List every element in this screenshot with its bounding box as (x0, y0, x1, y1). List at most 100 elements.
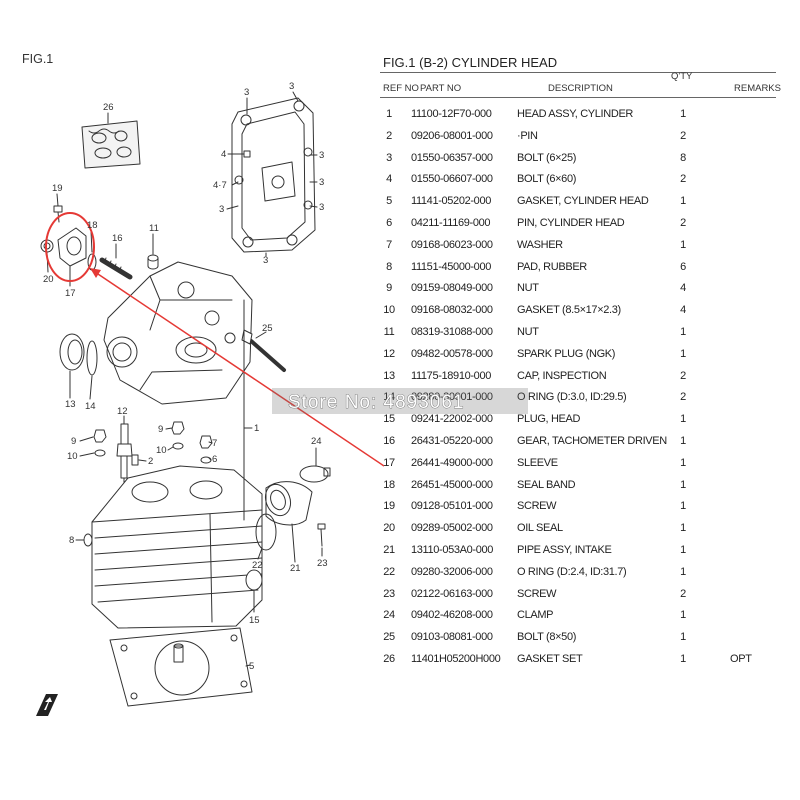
qty-cell: 1 (680, 565, 686, 578)
callout-label: 10 (156, 445, 167, 456)
qty-cell: 1 (680, 326, 686, 338)
description-cell: SEAL BAND (517, 478, 576, 491)
part-no-cell: 09402-46208-000 (411, 609, 493, 622)
store-watermark: Store No: 4893061 (288, 392, 465, 413)
rubber-pad (75, 533, 93, 547)
column-header-part-no: PART NO (420, 83, 462, 94)
cylinder-head-finned (91, 299, 263, 629)
callout-label: 17 (65, 288, 76, 299)
head-plug (245, 569, 263, 613)
cylinder-head-cover (226, 91, 318, 257)
description-cell: CAP, INSPECTION (517, 369, 607, 382)
ref-no-cell: 5 (386, 195, 392, 208)
qty-cell: 2 (680, 129, 686, 142)
ref-no-cell: 24 (383, 609, 395, 622)
part-no-cell: 09289-05002-000 (411, 522, 493, 535)
callout-label: 5 (249, 661, 254, 672)
header-rule (380, 97, 776, 98)
cylinder-head-gasket (109, 627, 253, 707)
part-no-cell: 09103-08081-000 (411, 631, 493, 644)
part-no-cell: 26451-45000-000 (411, 478, 493, 491)
callout-label: 26 (103, 102, 114, 113)
part-no-cell: 11151-45000-000 (411, 260, 491, 273)
part-no-cell: 08319-31088-000 (411, 326, 493, 338)
qty-cell: 1 (680, 347, 686, 360)
callout-label: 18 (87, 220, 98, 231)
ref-no-cell: 13 (383, 369, 395, 382)
qty-cell: 2 (680, 391, 686, 404)
callout-label: 6 (212, 454, 217, 465)
description-cell: SLEEVE (517, 456, 558, 469)
qty-cell: 1 (680, 653, 686, 665)
part-no-cell: 01550-06357-000 (411, 151, 493, 164)
column-header-description: DESCRIPTION (548, 83, 613, 94)
callout-label: 3 (319, 177, 324, 188)
callout-label: 4 (221, 149, 226, 160)
callout-label: 7 (212, 438, 217, 449)
callout-label: 24 (311, 436, 322, 447)
part-no-cell: 02122-06163-000 (411, 587, 493, 600)
ref-no-cell: 7 (386, 238, 392, 251)
ref-no-cell: 16 (383, 435, 395, 447)
column-header-remarks: REMARKS (734, 83, 781, 94)
qty-cell: 2 (680, 587, 686, 600)
callout-label: 3 (219, 204, 224, 215)
qty-cell: 1 (680, 631, 686, 644)
description-cell: GEAR, TACHOMETER DRIVEN (517, 435, 667, 447)
description-cell: NUT (517, 326, 539, 338)
ref-no-cell: 19 (383, 500, 395, 513)
qty-cell: 6 (680, 260, 686, 273)
description-cell: BOLT (6×25) (517, 151, 577, 164)
callout-label: 15 (249, 615, 260, 626)
qty-cell: 2 (680, 369, 686, 382)
part-no-cell: 11141-05202-000 (411, 195, 491, 208)
callout-label: 3 (319, 202, 324, 213)
callout-label: 23 (317, 558, 328, 569)
callout-label: 4·7 (213, 180, 227, 191)
qty-cell: 2 (680, 217, 686, 229)
description-cell: NUT (517, 282, 539, 295)
qty-cell: 1 (680, 413, 686, 426)
description-cell: PLUG, HEAD (517, 413, 581, 426)
qty-cell: 4 (680, 304, 686, 317)
ref-no-cell: 15 (383, 413, 395, 426)
qty-cell: 1 (680, 522, 686, 535)
callout-label: 9 (71, 436, 76, 447)
part-no-cell: 11401H05200H000 (411, 653, 501, 665)
callout-label: 3 (319, 150, 324, 161)
cylinder-head-upper (103, 261, 253, 405)
qty-cell: 1 (680, 500, 686, 513)
watermark-band (272, 388, 528, 414)
ref-no-cell: 9 (386, 282, 392, 295)
part-no-cell: 09241-22002-000 (411, 413, 493, 426)
ref-no-cell: 6 (386, 217, 392, 229)
description-cell: WASHER (517, 238, 563, 251)
callout-label: 19 (52, 183, 63, 194)
part-no-cell: 04211-11169-000 (411, 217, 491, 229)
qty-cell: 1 (680, 195, 686, 208)
part-no-cell: 09206-08001-000 (411, 129, 493, 142)
callout-label: 3 (289, 81, 294, 92)
description-cell: PIPE ASSY, INTAKE (517, 544, 612, 556)
ref-no-cell: 2 (386, 129, 392, 142)
ref-no-cell: 14 (380, 390, 398, 404)
part-no-cell: 09280-30001-000 (411, 390, 493, 404)
description-cell: GASKET, CYLINDER HEAD (517, 195, 649, 208)
qty-cell: 4 (680, 282, 686, 295)
